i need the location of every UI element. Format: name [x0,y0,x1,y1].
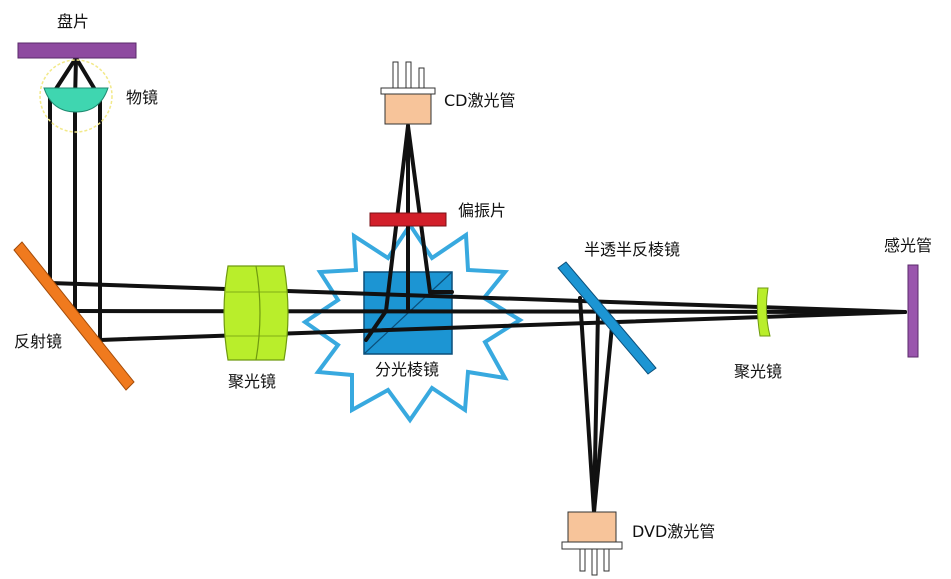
reflector-mirror-shape [13,241,135,391]
label-dvd-laser: DVD激光管 [632,522,716,541]
condenser-lens-right-shape [756,287,771,337]
label-beam-splitter: 分光棱镜 [375,360,440,379]
dvd-laser-shape [561,511,623,576]
polarizer-shape [369,212,447,227]
label-condenser-left: 聚光镜 [228,372,277,391]
half-mirror-prism-shape [557,261,657,375]
disc-shape [17,42,137,59]
sensor-shape [907,264,919,358]
label-polarizer: 偏振片 [458,201,507,220]
objective-lens-shape [39,59,113,133]
label-objective-lens: 物镜 [126,88,159,107]
condenser-lens-left-shape [223,265,289,361]
label-disc: 盘片 [57,12,90,31]
label-reflector: 反射镜 [14,332,63,351]
cd-laser-shape [380,61,436,125]
label-sensor: 感光管 [884,236,933,255]
label-condenser-right: 聚光镜 [734,362,783,381]
label-half-mirror: 半透半反棱镜 [584,240,681,259]
label-cd-laser: CD激光管 [444,91,516,110]
